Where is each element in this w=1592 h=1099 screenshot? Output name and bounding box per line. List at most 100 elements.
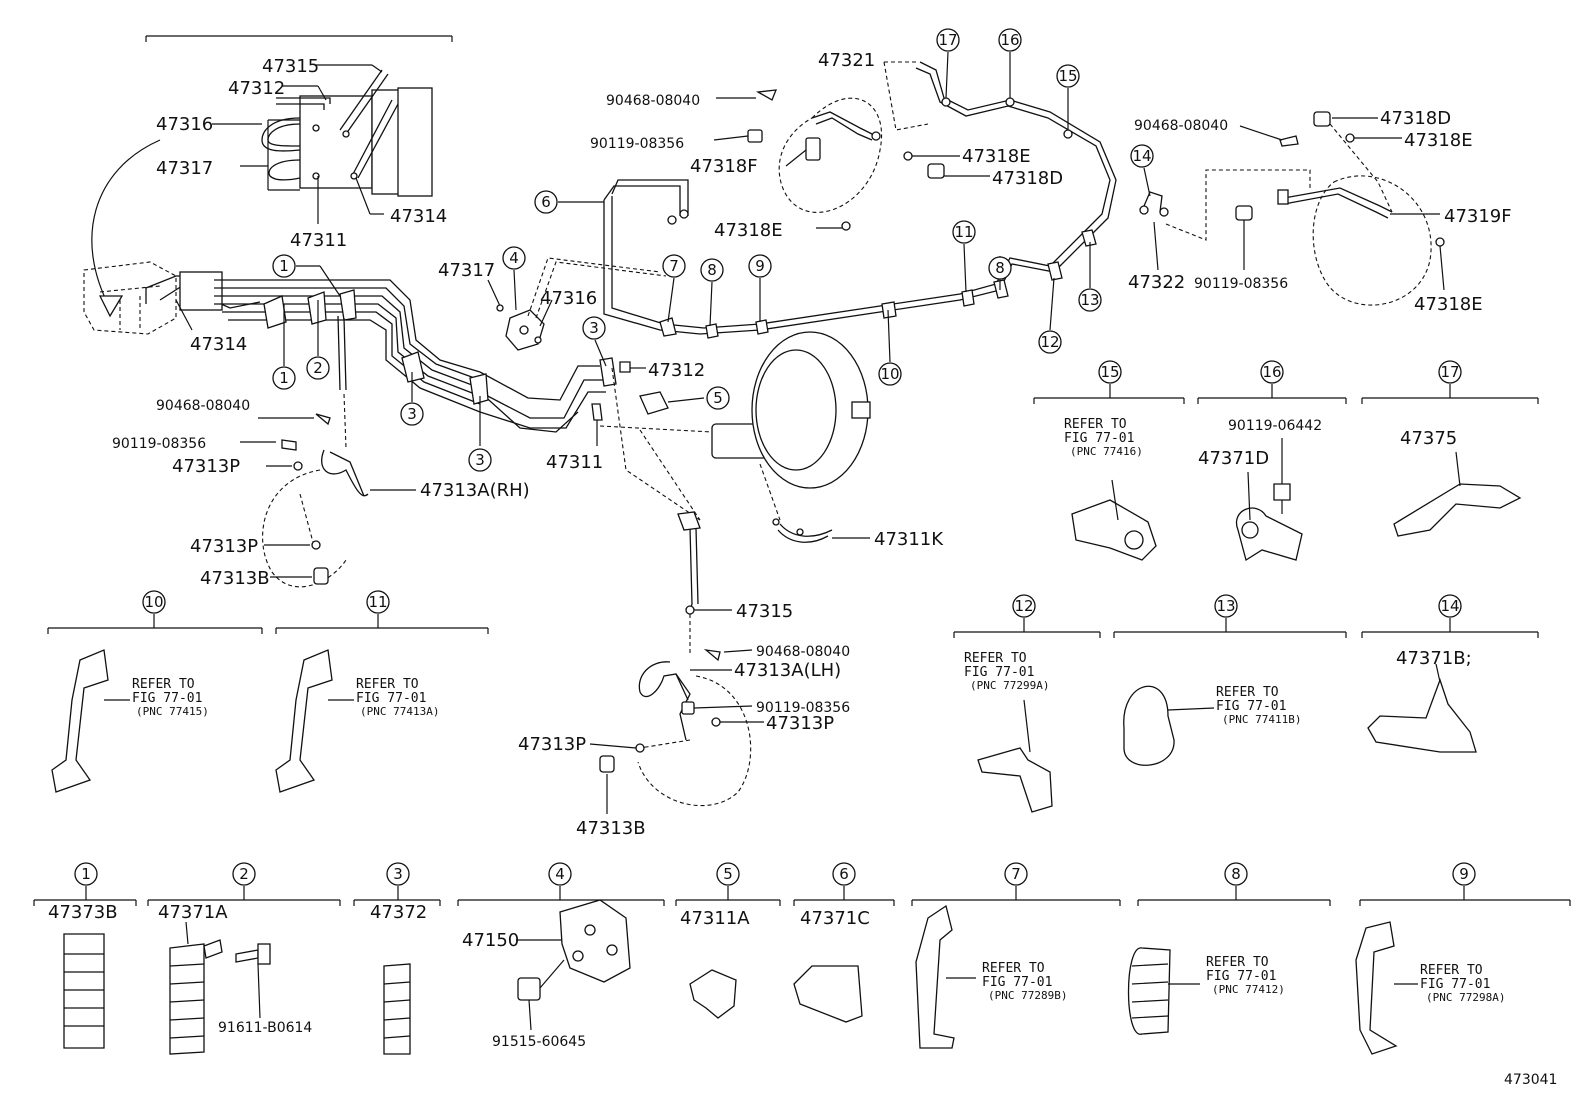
refer9-l2: FIG 77-01 <box>1420 977 1490 992</box>
label-47318D-b: 47318D <box>1380 108 1451 129</box>
callout-15: 15 <box>1058 67 1077 85</box>
callout-circles: 1 1 2 3 3 3 4 5 6 7 8 9 10 11 8 12 13 14… <box>74 28 1476 886</box>
label-47312-top: 47312 <box>228 78 285 99</box>
callout-1b: 1 <box>279 369 289 387</box>
d5-part-label: 47311A <box>680 908 750 929</box>
d17-part-label: 47375 <box>1400 428 1457 449</box>
label-47313A-LH: 47313A(LH) <box>734 660 841 681</box>
label-47312-mid: 47312 <box>648 360 705 381</box>
rear-rh-brake <box>1139 111 1445 306</box>
callout-4: 4 <box>509 249 519 267</box>
refer15-pnc: (PNC 77416) <box>1070 445 1143 458</box>
label-90119-top: 90119-08356 <box>590 136 684 152</box>
label-47318F: 47318F <box>690 156 758 177</box>
label-90119-mid: 90119-08356 <box>756 700 850 716</box>
d4-part-label: 47150 <box>462 930 519 951</box>
detail-part-sketches <box>51 438 1522 1055</box>
label-47313P-a: 47313P <box>172 456 240 477</box>
callout-1a: 1 <box>279 257 289 275</box>
label-47316-mid: 47316 <box>540 288 597 309</box>
detail-6-num: 6 <box>839 865 849 883</box>
label-90468-left: 90468-08040 <box>156 398 250 414</box>
d6-part-label: 47371C <box>800 908 870 929</box>
refer7-l2: FIG 77-01 <box>982 975 1052 990</box>
refer10-l2: FIG 77-01 <box>132 691 202 706</box>
lh-wheel-hose <box>589 649 764 814</box>
label-47313P-b: 47313P <box>190 536 258 557</box>
label-47318E-d: 47318E <box>1414 294 1483 315</box>
refer11-l1: REFER TO <box>356 677 419 692</box>
refer12-l1: REFER TO <box>964 651 1027 666</box>
label-47311K: 47311K <box>874 529 944 550</box>
label-47322: 47322 <box>1128 272 1185 293</box>
label-47321: 47321 <box>818 50 875 71</box>
label-47318D-a: 47318D <box>992 168 1063 189</box>
callout-8b: 8 <box>995 259 1005 277</box>
label-47314-top: 47314 <box>390 206 447 227</box>
refer9-l1: REFER TO <box>1420 963 1483 978</box>
label-47318E-c: 47318E <box>1404 130 1473 151</box>
label-90468-right: 90468-08040 <box>1134 118 1228 134</box>
detail-1-num: 1 <box>81 865 91 883</box>
label-47315-mid: 47315 <box>736 601 793 622</box>
label-47313P-c: 47313P <box>766 713 834 734</box>
callout-3a: 3 <box>407 405 417 423</box>
label-90468-top: 90468-08040 <box>606 93 700 109</box>
detail-9-num: 9 <box>1459 865 1469 883</box>
detail-4-num: 4 <box>555 865 565 883</box>
refer8-l1: REFER TO <box>1206 955 1269 970</box>
label-47313P-d: 47313P <box>518 734 586 755</box>
detail-16-num: 16 <box>1262 363 1281 381</box>
label-47311-top: 47311 <box>290 230 347 251</box>
label-90468-mid: 90468-08040 <box>756 644 850 660</box>
label-47315-top: 47315 <box>262 56 319 77</box>
refer10-l1: REFER TO <box>132 677 195 692</box>
detail-2-num: 2 <box>239 865 249 883</box>
detail-11-num: 11 <box>368 593 387 611</box>
label-47314-left: 47314 <box>190 334 247 355</box>
rh-wheel-hose <box>240 393 416 588</box>
detail-10-num: 10 <box>144 593 163 611</box>
refer13-pnc: (PNC 77411B) <box>1222 713 1301 726</box>
callout-8a: 8 <box>707 261 717 279</box>
refer12-pnc: (PNC 77299A) <box>970 679 1049 692</box>
callout-5: 5 <box>713 389 723 407</box>
refer7-l1: REFER TO <box>982 961 1045 976</box>
callout-13: 13 <box>1080 291 1099 309</box>
label-47311-mid: 47311 <box>546 452 603 473</box>
callout-14: 14 <box>1132 147 1151 165</box>
refer-notes: REFER TO FIG 77-01 (PNC 77416) REFER TO … <box>132 417 1505 1004</box>
callout-6: 6 <box>541 193 551 211</box>
part-labels: 47315 47312 47316 47317 47314 47311 4731… <box>112 50 1512 839</box>
inset-actuator <box>91 35 453 318</box>
d3-part-label: 47372 <box>370 902 427 923</box>
label-90119-left: 90119-08356 <box>112 436 206 452</box>
refer11-l2: FIG 77-01 <box>356 691 426 706</box>
rear-brake-lines <box>558 51 1151 363</box>
d2-part-label: 47371A <box>158 902 228 923</box>
label-47318E-b: 47318E <box>714 220 783 241</box>
label-47316-top: 47316 <box>156 114 213 135</box>
label-47313B-mid: 47313B <box>576 818 646 839</box>
brake-line-bundle <box>145 265 617 446</box>
refer10-pnc: (PNC 77415) <box>136 705 209 718</box>
d16-part-label: 47371D <box>1198 448 1269 469</box>
callout-7: 7 <box>669 257 679 275</box>
detail-8-num: 8 <box>1231 865 1241 883</box>
refer13-l1: REFER TO <box>1216 685 1279 700</box>
refer11-pnc: (PNC 77413A) <box>360 705 439 718</box>
figure-id: 473041 <box>1504 1072 1557 1088</box>
label-47319F: 47319F <box>1444 206 1512 227</box>
d1-part-label: 47373B <box>48 902 118 923</box>
refer8-pnc: (PNC 77412) <box>1212 983 1285 996</box>
detail-7-num: 7 <box>1011 865 1021 883</box>
detail-3-num: 3 <box>393 865 403 883</box>
detail-12-num: 12 <box>1014 597 1033 615</box>
d14-part-label: 47371B; <box>1396 648 1472 669</box>
refer15-l2: FIG 77-01 <box>1064 431 1134 446</box>
label-47313B-left: 47313B <box>200 568 270 589</box>
label-47318E-a: 47318E <box>962 146 1031 167</box>
callout-11: 11 <box>954 223 973 241</box>
